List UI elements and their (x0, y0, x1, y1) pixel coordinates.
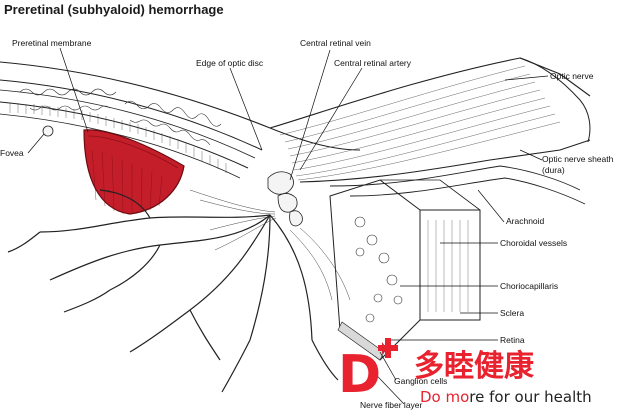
sclera-block (329, 179, 481, 361)
label-central-retinal-artery: Central retinal artery (334, 58, 412, 68)
fovea-marker (42, 125, 54, 137)
label-sclera: Sclera (500, 308, 524, 318)
label-optic-nerve-sheath: Optic nerve sheath (542, 154, 614, 164)
label-ganglion-cells: Ganglion cells (394, 376, 447, 386)
label-choriocapillaris: Choriocapillaris (500, 281, 558, 291)
optic-disc-vessels (267, 171, 303, 227)
label-choroidal-vessels: Choroidal vessels (500, 238, 567, 248)
label-edge-of-optic-disc: Edge of optic disc (196, 58, 264, 68)
watermark-slogan: Do more for our health (420, 388, 592, 406)
watermark-brand-cn: 多睦健康 (414, 349, 535, 384)
diagram-title: Preretinal (subhyaloid) hemorrhage (4, 2, 224, 17)
brand-watermark: D 多睦健康 Do more for our health (338, 338, 592, 406)
label-dura: (dura) (542, 165, 565, 175)
retinal-layers-band (0, 61, 361, 179)
label-central-retinal-vein: Central retinal vein (300, 38, 371, 48)
label-retina: Retina (500, 335, 525, 345)
retinal-vessel-tree (7, 189, 339, 393)
label-arachnoid: Arachnoid (506, 216, 545, 226)
optic-nerve-bundle (269, 57, 591, 205)
plus-icon (378, 338, 398, 358)
label-preretinal-membrane: Preretinal membrane (12, 38, 92, 48)
label-optic-nerve: Optic nerve (550, 71, 594, 81)
label-fovea: Fovea (0, 148, 24, 158)
leader-lines (27, 47, 549, 405)
watermark-letter: D (338, 345, 381, 405)
fundus-fiber-lines (189, 189, 351, 301)
label-nerve-fiber-layer: Nerve fiber layer (360, 400, 423, 410)
preretinal-hemorrhage (83, 129, 185, 215)
